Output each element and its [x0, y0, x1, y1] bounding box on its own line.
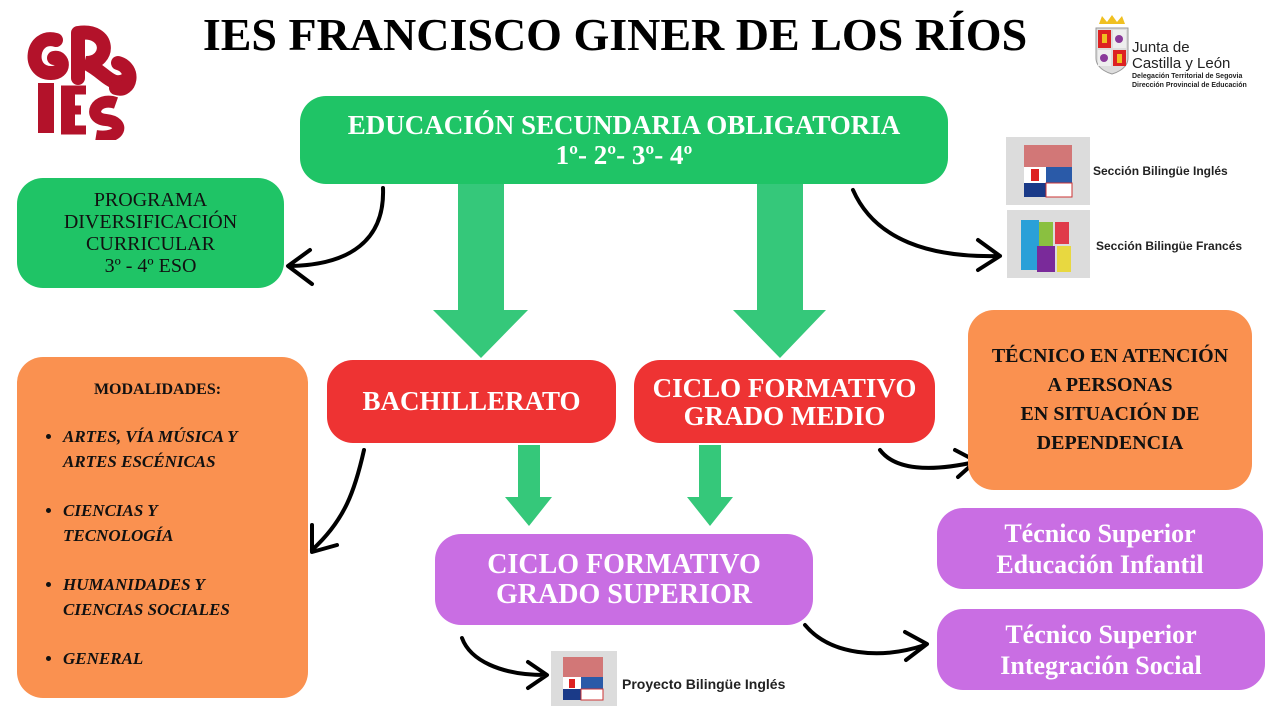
pdc-line: 3º - 4º ESO	[104, 255, 197, 277]
eso-title: EDUCACIÓN SECUNDARIA OBLIGATORIA	[347, 110, 901, 140]
english-section-logo	[1006, 137, 1090, 205]
arrow-medio-superior	[687, 445, 733, 526]
pdc-line: CURRICULAR	[86, 233, 215, 255]
junta-line2: Castilla y León	[1132, 55, 1231, 72]
ts-infantil-line1: Técnico Superior	[1004, 518, 1196, 548]
dependencia-line: DEPENDENCIA	[1036, 432, 1184, 454]
pdc-box: PROGRAMA DIVERSIFICACIÓN CURRICULAR 3º -…	[17, 178, 284, 288]
modalidades-heading: MODALIDADES:	[93, 381, 222, 398]
arrow-eso-grado-medio	[733, 183, 826, 358]
grado-superior-box: CICLO FORMATIVO GRADO SUPERIOR	[435, 534, 813, 625]
grado-superior-line2: GRADO SUPERIOR	[496, 578, 752, 610]
curved-arrow-dependencia	[878, 448, 978, 479]
grado-medio-line1: CICLO FORMATIVO	[652, 372, 917, 403]
eso-courses: 1º- 2º- 3º- 4º	[555, 140, 693, 170]
curved-arrow-proyecto	[460, 636, 549, 690]
pdc-line: PROGRAMA	[93, 189, 208, 211]
ts-infantil-box: Técnico Superior Educación Infantil	[937, 508, 1263, 589]
junta-line4: Dirección Provincial de Educación	[1132, 82, 1247, 89]
modalidad-item: GENERAL	[63, 646, 238, 671]
bachillerato-box: BACHILLERATO	[327, 360, 616, 443]
ts-social-line2: Integración Social	[1000, 650, 1202, 680]
grado-medio-line2: GRADO MEDIO	[683, 400, 886, 431]
french-section-label: Sección Bilingüe Francés	[1096, 239, 1243, 253]
dependencia-line: TÉCNICO EN ATENCIÓN	[991, 345, 1229, 367]
arrow-bach-superior	[505, 445, 552, 526]
junta-line3: Delegación Territorial de Segovia	[1132, 73, 1243, 80]
curved-arrow-pdc	[286, 186, 386, 286]
dependencia-line: A PERSONAS	[1047, 374, 1173, 396]
junta-logo: Junta de Castilla y León Delegación Terr…	[1094, 14, 1264, 99]
pdc-line: DIVERSIFICACIÓN	[63, 211, 238, 233]
english-project-logo	[551, 651, 617, 706]
page-title: IES FRANCISCO GINER DE LOS RÍOS	[202, 9, 1028, 60]
english-section-label: Sección Bilingüe Inglés	[1093, 164, 1228, 178]
grado-medio-box: CICLO FORMATIVO GRADO MEDIO	[634, 360, 935, 443]
ts-social-line1: Técnico Superior	[1005, 619, 1197, 649]
french-section-logo	[1007, 210, 1090, 278]
english-project-label: Proyecto Bilingüe Inglés	[622, 676, 786, 692]
bachillerato-label: BACHILLERATO	[362, 386, 581, 416]
curved-arrow-modalidades	[310, 448, 366, 554]
ts-infantil-line2: Educación Infantil	[996, 549, 1204, 579]
arrow-eso-bachillerato	[433, 183, 528, 358]
grado-superior-line1: CICLO FORMATIVO	[487, 548, 761, 580]
curved-arrow-ts	[803, 623, 929, 662]
coat-of-arms-icon	[1095, 15, 1129, 75]
tecnico-dependencia-box: TÉCNICO EN ATENCIÓN A PERSONAS EN SITUAC…	[968, 310, 1252, 490]
curved-arrow-bilingual	[851, 188, 1002, 272]
eso-box: EDUCACIÓN SECUNDARIA OBLIGATORIA 1º- 2º-…	[300, 96, 948, 184]
dependencia-line: EN SITUACIÓN DE	[1020, 403, 1200, 425]
school-logo	[16, 18, 138, 143]
ts-social-box: Técnico Superior Integración Social	[937, 609, 1265, 690]
junta-line1: Junta de	[1132, 39, 1190, 56]
